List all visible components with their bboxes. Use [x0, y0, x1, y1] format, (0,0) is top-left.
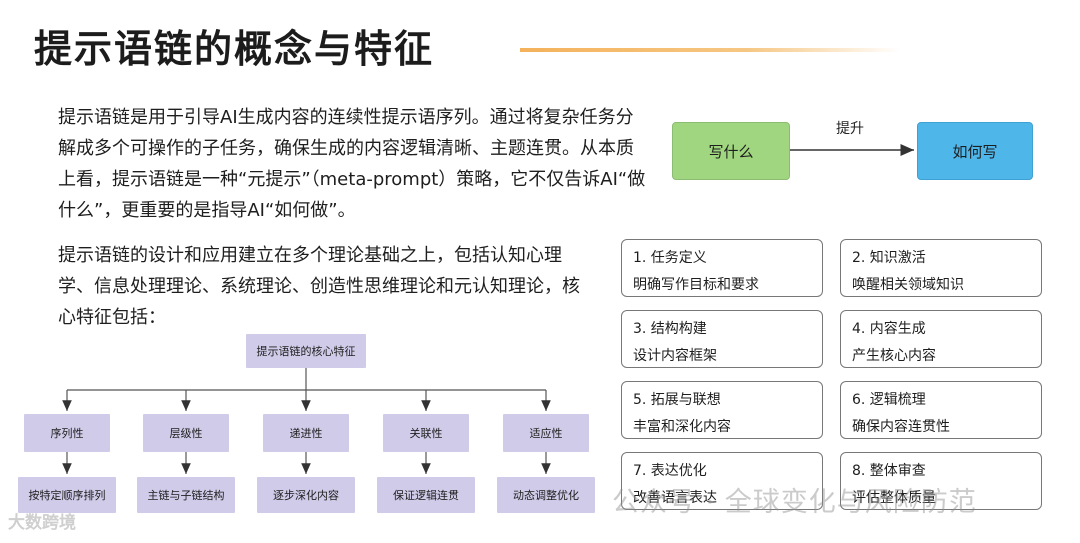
- step-desc: 明确写作目标和要求: [633, 277, 759, 293]
- step-desc: 评估整体质量: [852, 490, 936, 506]
- watermark-left: 大数跨境: [8, 513, 76, 533]
- feature-detail: 主链与子链结构: [137, 477, 235, 513]
- page-title: 提示语链的概念与特征: [34, 27, 435, 71]
- title-underline-decoration: [520, 48, 900, 52]
- flow-box-how: 如何写: [917, 122, 1033, 180]
- feature-node: 关联性: [383, 414, 469, 452]
- step-desc: 设计内容框架: [633, 348, 717, 364]
- step-title: 1. 任务定义: [633, 250, 707, 266]
- flow-box-what: 写什么: [672, 122, 790, 180]
- feature-detail: 逐步深化内容: [257, 477, 355, 513]
- step-title: 7. 表达优化: [633, 463, 707, 479]
- step-desc: 确保内容连贯性: [852, 419, 950, 435]
- step-desc: 唤醒相关领域知识: [852, 277, 964, 293]
- step-title: 8. 整体审查: [852, 463, 926, 479]
- step-desc: 改善语言表达: [633, 490, 717, 506]
- step-card: 6. 逻辑梳理 确保内容连贯性: [840, 381, 1042, 439]
- step-card: 7. 表达优化 改善语言表达: [621, 452, 823, 510]
- watermark-right: 公众号 · 全球变化与风险防范: [612, 487, 977, 518]
- step-card: 4. 内容生成 产生核心内容: [840, 310, 1042, 368]
- theory-paragraph: 提示语链的设计和应用建立在多个理论基础之上，包括认知心理学、信息处理理论、系统理…: [58, 245, 580, 328]
- step-title: 3. 结构构建: [633, 321, 707, 337]
- step-desc: 丰富和深化内容: [633, 419, 731, 435]
- tree-root: 提示语链的核心特征: [246, 334, 366, 368]
- feature-detail: 保证逻辑连贯: [377, 477, 475, 513]
- step-title: 6. 逻辑梳理: [852, 392, 926, 408]
- feature-node: 递进性: [263, 414, 349, 452]
- intro-paragraph: 提示语链是用于引导AI生成内容的连续性提示语序列。通过将复杂任务分解成多个可操作…: [58, 107, 646, 221]
- step-card: 3. 结构构建 设计内容框架: [621, 310, 823, 368]
- step-card: 2. 知识激活 唤醒相关领域知识: [840, 239, 1042, 297]
- feature-node: 层级性: [143, 414, 229, 452]
- step-desc: 产生核心内容: [852, 348, 936, 364]
- feature-detail: 按特定顺序排列: [18, 477, 116, 513]
- step-card: 1. 任务定义 明确写作目标和要求: [621, 239, 823, 297]
- step-card: 8. 整体审查 评估整体质量: [840, 452, 1042, 510]
- flow-arrow-label: 提升: [836, 121, 864, 137]
- step-card: 5. 拓展与联想 丰富和深化内容: [621, 381, 823, 439]
- feature-node: 序列性: [24, 414, 110, 452]
- feature-detail: 动态调整优化: [497, 477, 595, 513]
- step-title: 5. 拓展与联想: [633, 392, 721, 408]
- step-title: 2. 知识激活: [852, 250, 926, 266]
- step-title: 4. 内容生成: [852, 321, 926, 337]
- feature-node: 适应性: [503, 414, 589, 452]
